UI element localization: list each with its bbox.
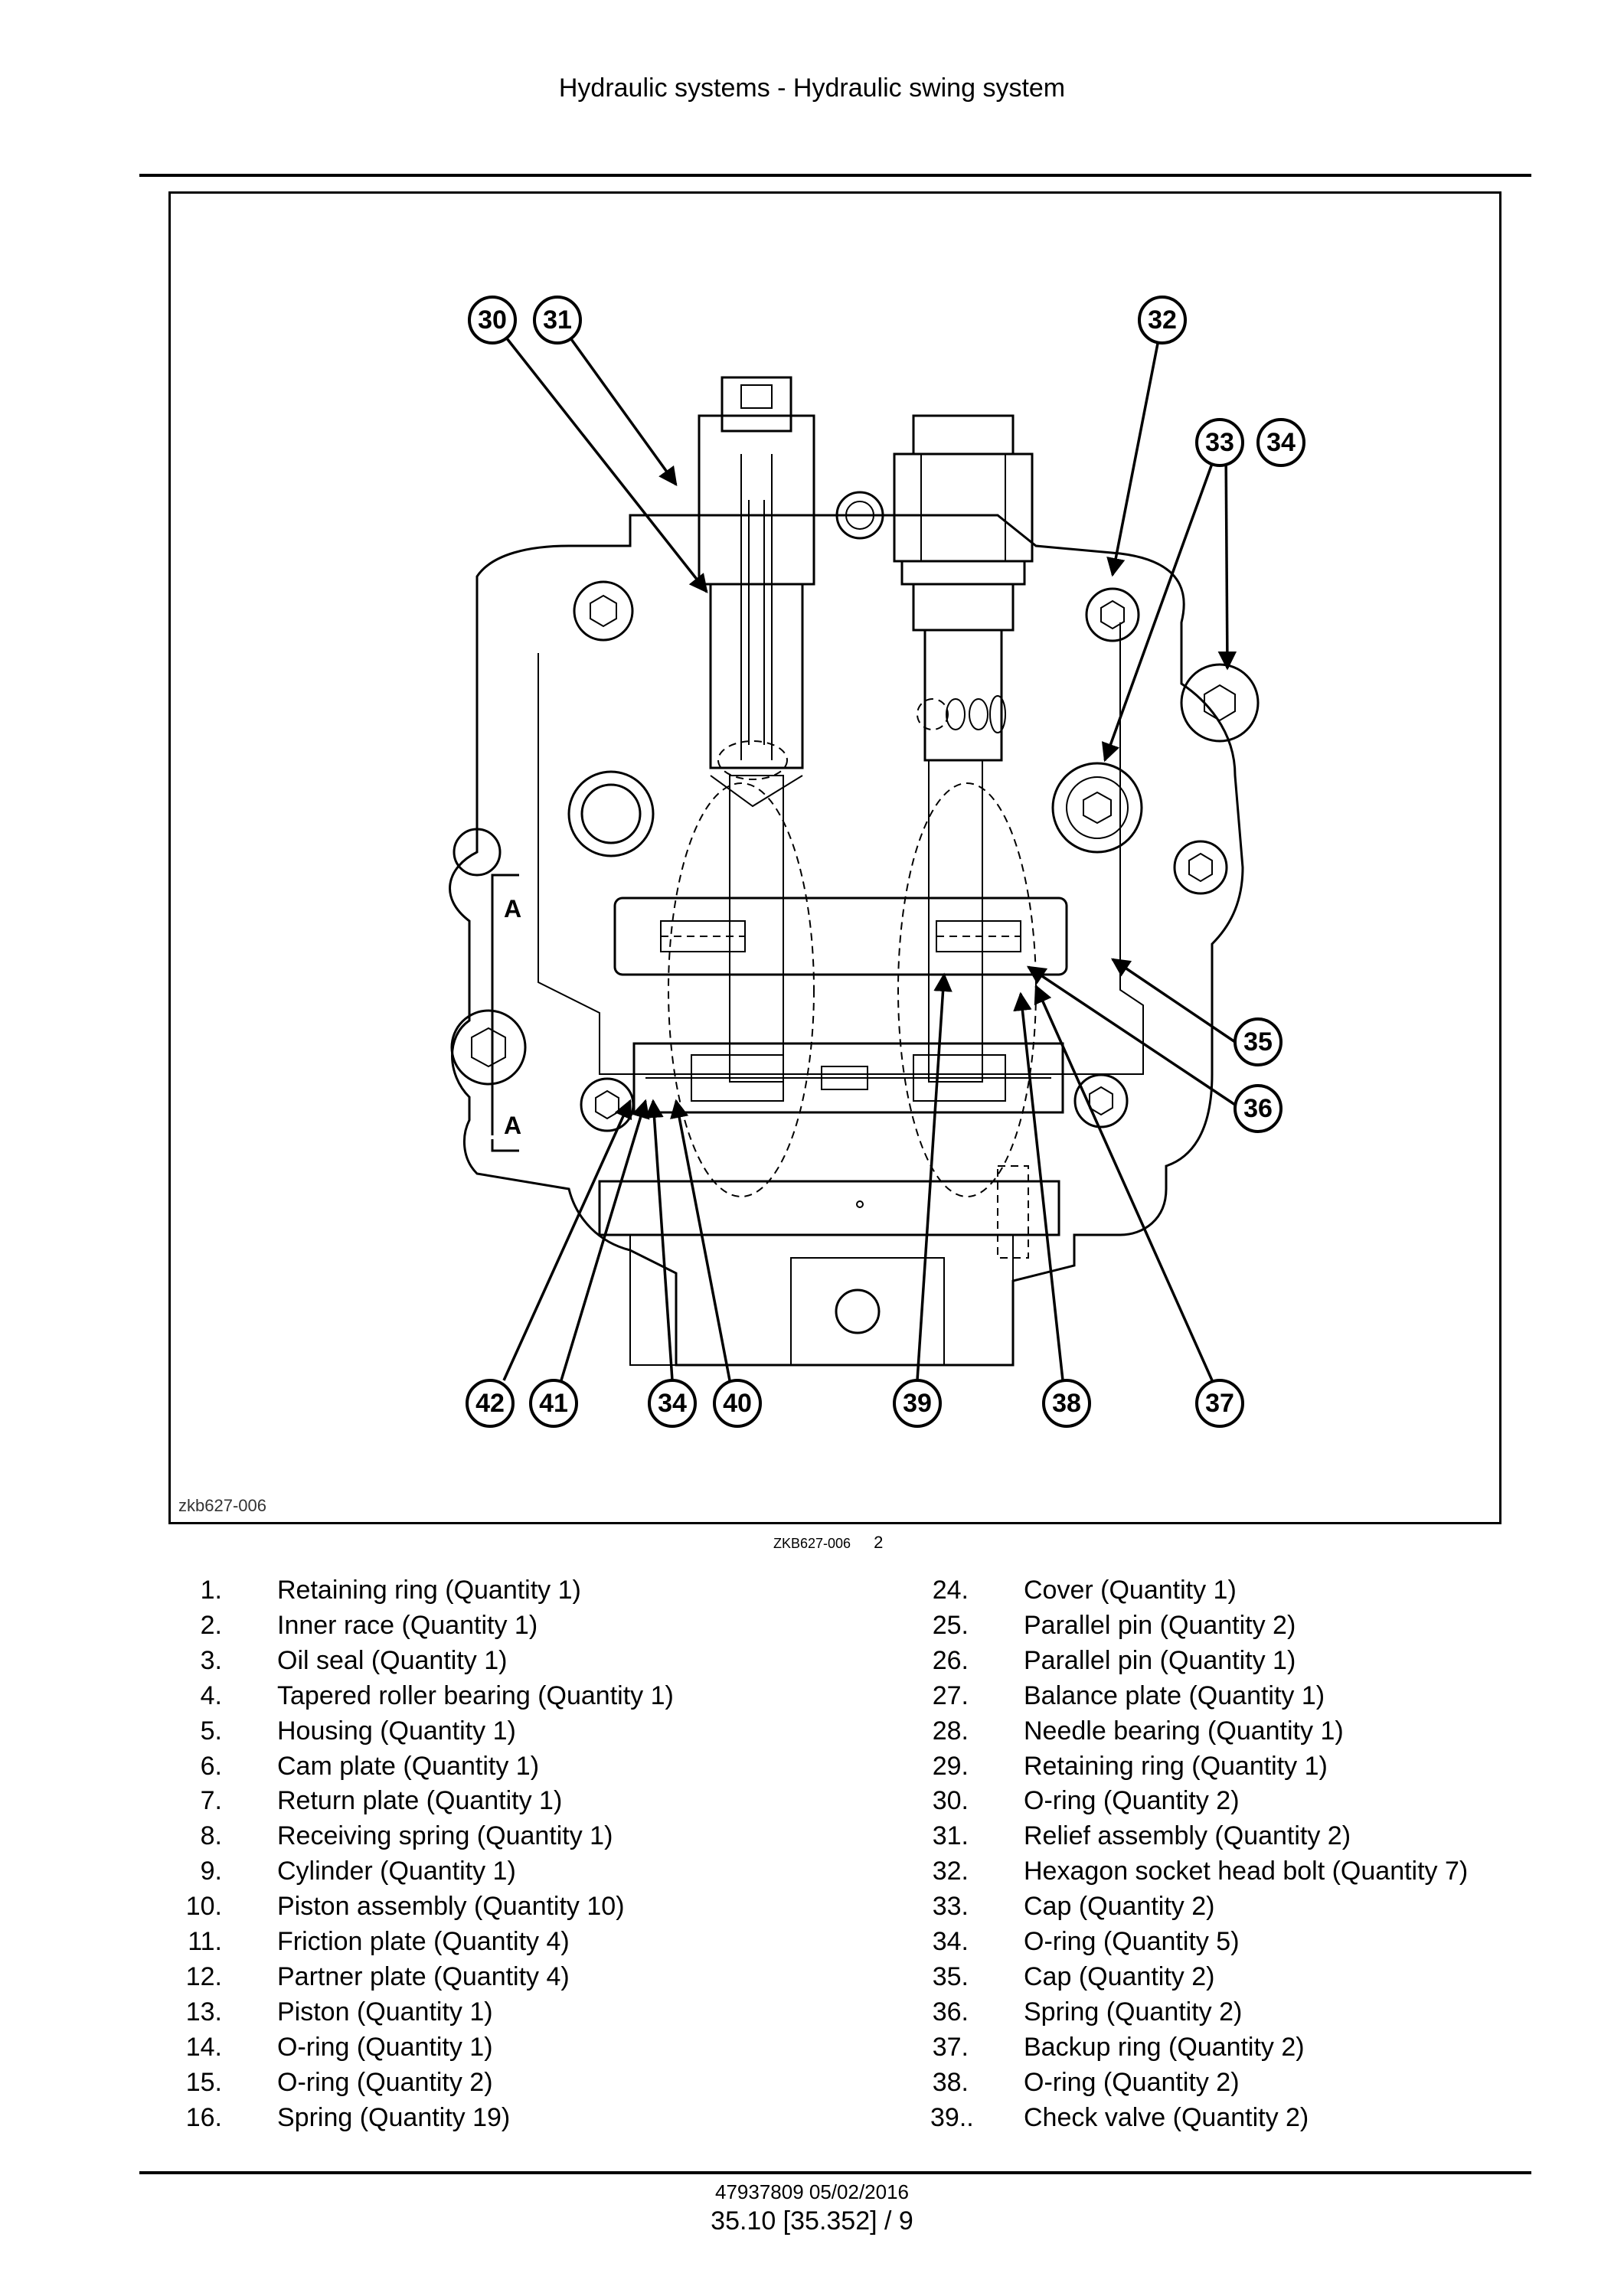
footer-doc-id: 47937809 05/02/2016 <box>714 2180 910 2203</box>
svg-text:36: 36 <box>1243 1094 1273 1123</box>
callout-39: 39 <box>893 1379 942 1428</box>
callout-31: 31 <box>533 296 582 345</box>
svg-text:32: 32 <box>1148 305 1177 335</box>
list-item: 31.Relief assembly (Quantity 2) <box>932 1821 1351 1851</box>
callout-30: 30 <box>468 296 517 345</box>
svg-text:A: A <box>504 1112 521 1139</box>
check-cap-right <box>893 414 1034 762</box>
hex-socket-bolts <box>450 491 1260 1132</box>
list-item: 2.Inner race (Quantity 1) <box>200 1610 538 1640</box>
svg-text:34: 34 <box>1266 428 1296 457</box>
list-item: 8.Receiving spring (Quantity 1) <box>200 1821 613 1851</box>
figure-image-id: zkb627-006 <box>178 1496 266 1515</box>
callout-42: 42 <box>466 1379 515 1428</box>
caption-number: 2 <box>874 1533 884 1552</box>
callout-35: 35 <box>1234 1017 1283 1066</box>
svg-text:31: 31 <box>543 305 572 335</box>
list-item: 5.Housing (Quantity 1) <box>200 1716 516 1746</box>
svg-text:30: 30 <box>478 305 507 335</box>
svg-text:38: 38 <box>1052 1389 1081 1418</box>
callout-38: 38 <box>1042 1379 1091 1428</box>
callout-33: 33 <box>1195 418 1244 467</box>
list-item: 38.O-ring (Quantity 2) <box>932 2067 1240 2097</box>
callout-36: 36 <box>1234 1084 1283 1133</box>
section-marker-bottom: A <box>491 1112 521 1152</box>
list-item: 12.Partner plate (Quantity 4) <box>185 1961 570 1991</box>
list-item: 11.Friction plate (Quantity 4) <box>188 1927 570 1957</box>
svg-text:33: 33 <box>1205 428 1234 457</box>
list-item: 33.Cap (Quantity 2) <box>932 1892 1215 1922</box>
svg-text:37: 37 <box>1205 1389 1234 1418</box>
exploded-diagram: A A 30 31 32 33 34 35 36 <box>168 191 1501 1524</box>
list-item: 27.Balance plate (Quantity 1) <box>932 1680 1325 1710</box>
callout-41: 41 <box>529 1379 578 1428</box>
svg-text:42: 42 <box>475 1389 505 1418</box>
footer-rule <box>139 2171 1531 2174</box>
list-item: 26.Parallel pin (Quantity 1) <box>932 1645 1296 1675</box>
leader-lines <box>491 318 1237 1381</box>
list-item: 25.Parallel pin (Quantity 2) <box>932 1610 1296 1640</box>
list-item: 30.O-ring (Quantity 2) <box>932 1786 1240 1816</box>
figure-caption: ZKB627-006 2 <box>773 1533 883 1553</box>
list-item: 37.Backup ring (Quantity 2) <box>932 2032 1305 2062</box>
parts-list-right: 24.Cover (Quantity 1) 25.Parallel pin (Q… <box>930 1573 1468 2136</box>
list-item: 34.O-ring (Quantity 5) <box>932 1927 1240 1957</box>
footer-page-ref: 35.10 [35.352] / 9 <box>711 2206 913 2236</box>
list-item: 16.Spring (Quantity 19) <box>185 2102 511 2132</box>
housing-outline <box>449 514 1244 1367</box>
relief-valve-left <box>698 376 815 808</box>
caption-id: ZKB627-006 <box>773 1536 851 1551</box>
list-item: 9.Cylinder (Quantity 1) <box>200 1857 516 1886</box>
list-item: 39..Check valve (Quantity 2) <box>930 2102 1309 2132</box>
list-item: 1.Retaining ring (Quantity 1) <box>200 1576 581 1605</box>
callout-34-top: 34 <box>1256 418 1305 467</box>
list-item: 10.Piston assembly (Quantity 10) <box>185 1892 625 1922</box>
svg-text:A: A <box>504 895 521 923</box>
list-item: 14.O-ring (Quantity 1) <box>185 2032 493 2062</box>
valve-drawing: A A 30 31 32 33 34 35 36 <box>449 296 1305 1428</box>
callout-34-bottom: 34 <box>648 1379 697 1428</box>
page-header: Hydraulic systems - Hydraulic swing syst… <box>558 73 1066 103</box>
callout-37: 37 <box>1195 1379 1244 1428</box>
list-item: 13.Piston (Quantity 1) <box>185 1997 493 2027</box>
list-item: 24.Cover (Quantity 1) <box>932 1576 1237 1605</box>
list-item: 3.Oil seal (Quantity 1) <box>200 1645 508 1675</box>
section-marker-top: A <box>491 874 521 1135</box>
callout-40: 40 <box>713 1379 762 1428</box>
list-item: 36.Spring (Quantity 2) <box>932 1997 1243 2027</box>
list-item: 29.Retaining ring (Quantity 1) <box>932 1751 1328 1781</box>
callout-32: 32 <box>1138 296 1187 345</box>
svg-text:40: 40 <box>723 1389 752 1418</box>
svg-text:39: 39 <box>903 1389 932 1418</box>
list-item: 32.Hexagon socket head bolt (Quantity 7) <box>932 1857 1469 1886</box>
list-item: 4.Tapered roller bearing (Quantity 1) <box>200 1680 674 1710</box>
svg-text:35: 35 <box>1243 1027 1273 1057</box>
svg-text:34: 34 <box>658 1389 687 1418</box>
flow-passages <box>613 759 1068 1197</box>
list-item: 28.Needle bearing (Quantity 1) <box>932 1716 1344 1746</box>
list-item: 35.Cap (Quantity 2) <box>932 1961 1215 1991</box>
list-item: 15.O-ring (Quantity 2) <box>185 2067 493 2097</box>
list-item: 7.Return plate (Quantity 1) <box>200 1786 563 1816</box>
header-rule <box>139 174 1531 177</box>
parts-list-left: 1.Retaining ring (Quantity 1) 2.Inner ra… <box>184 1573 674 2136</box>
svg-text:41: 41 <box>539 1389 568 1418</box>
list-item: 6.Cam plate (Quantity 1) <box>200 1751 540 1781</box>
